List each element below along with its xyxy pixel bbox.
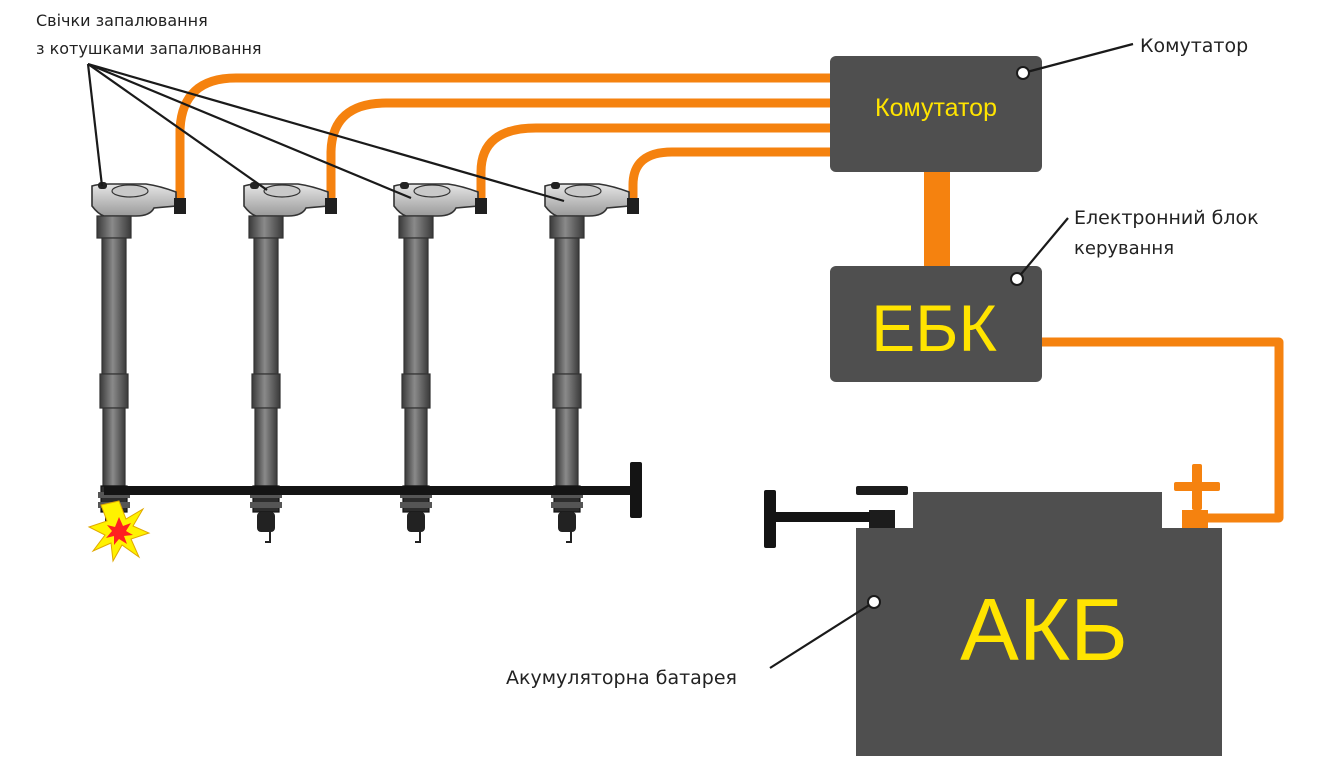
battery-negative-terminal xyxy=(869,510,895,528)
wire-ecu-battery xyxy=(1042,337,1284,523)
negative-sign-icon xyxy=(856,486,908,495)
wire-coil-2 xyxy=(326,98,832,205)
commutator-caption: Комутатор xyxy=(1140,35,1248,57)
battery-leader xyxy=(769,601,875,669)
spark-icon xyxy=(87,500,151,563)
commutator-leader xyxy=(1022,42,1134,75)
battery-positive-terminal xyxy=(1182,510,1208,528)
ecu-box-label: ЕБК xyxy=(871,291,997,365)
battery-callout-dot xyxy=(867,595,881,609)
ecu-leader xyxy=(1016,217,1069,280)
wire-coil-1 xyxy=(175,73,832,205)
battery-caption: Акумуляторна батарея xyxy=(506,667,737,689)
spark-plug-leaders xyxy=(86,62,565,203)
commutator-callout-dot xyxy=(1016,66,1030,80)
ground-bus-bar xyxy=(104,462,642,518)
commutator-box xyxy=(830,56,1042,172)
commutator-box-label: Комутатор xyxy=(875,94,997,122)
wire-commutator-ecu xyxy=(924,170,950,270)
coil-connectors xyxy=(174,198,639,214)
wire-coil-3 xyxy=(476,123,832,205)
battery xyxy=(764,464,1222,756)
ecu-caption-line1: Електронний блок xyxy=(1074,207,1259,229)
spark-plugs-caption-line1: Свічки запалювання xyxy=(36,11,208,30)
wire-coil-4 xyxy=(628,147,832,205)
ecu-box xyxy=(830,266,1042,382)
ecu-caption-line2: керування xyxy=(1074,238,1174,259)
positive-sign-icon xyxy=(1174,464,1220,510)
spark-plugs-caption-line2: з котушками запалювання xyxy=(36,39,262,58)
battery-label: АКБ xyxy=(960,580,1128,679)
negative-ground-cable xyxy=(770,512,870,522)
ecu-callout-dot xyxy=(1010,272,1024,286)
